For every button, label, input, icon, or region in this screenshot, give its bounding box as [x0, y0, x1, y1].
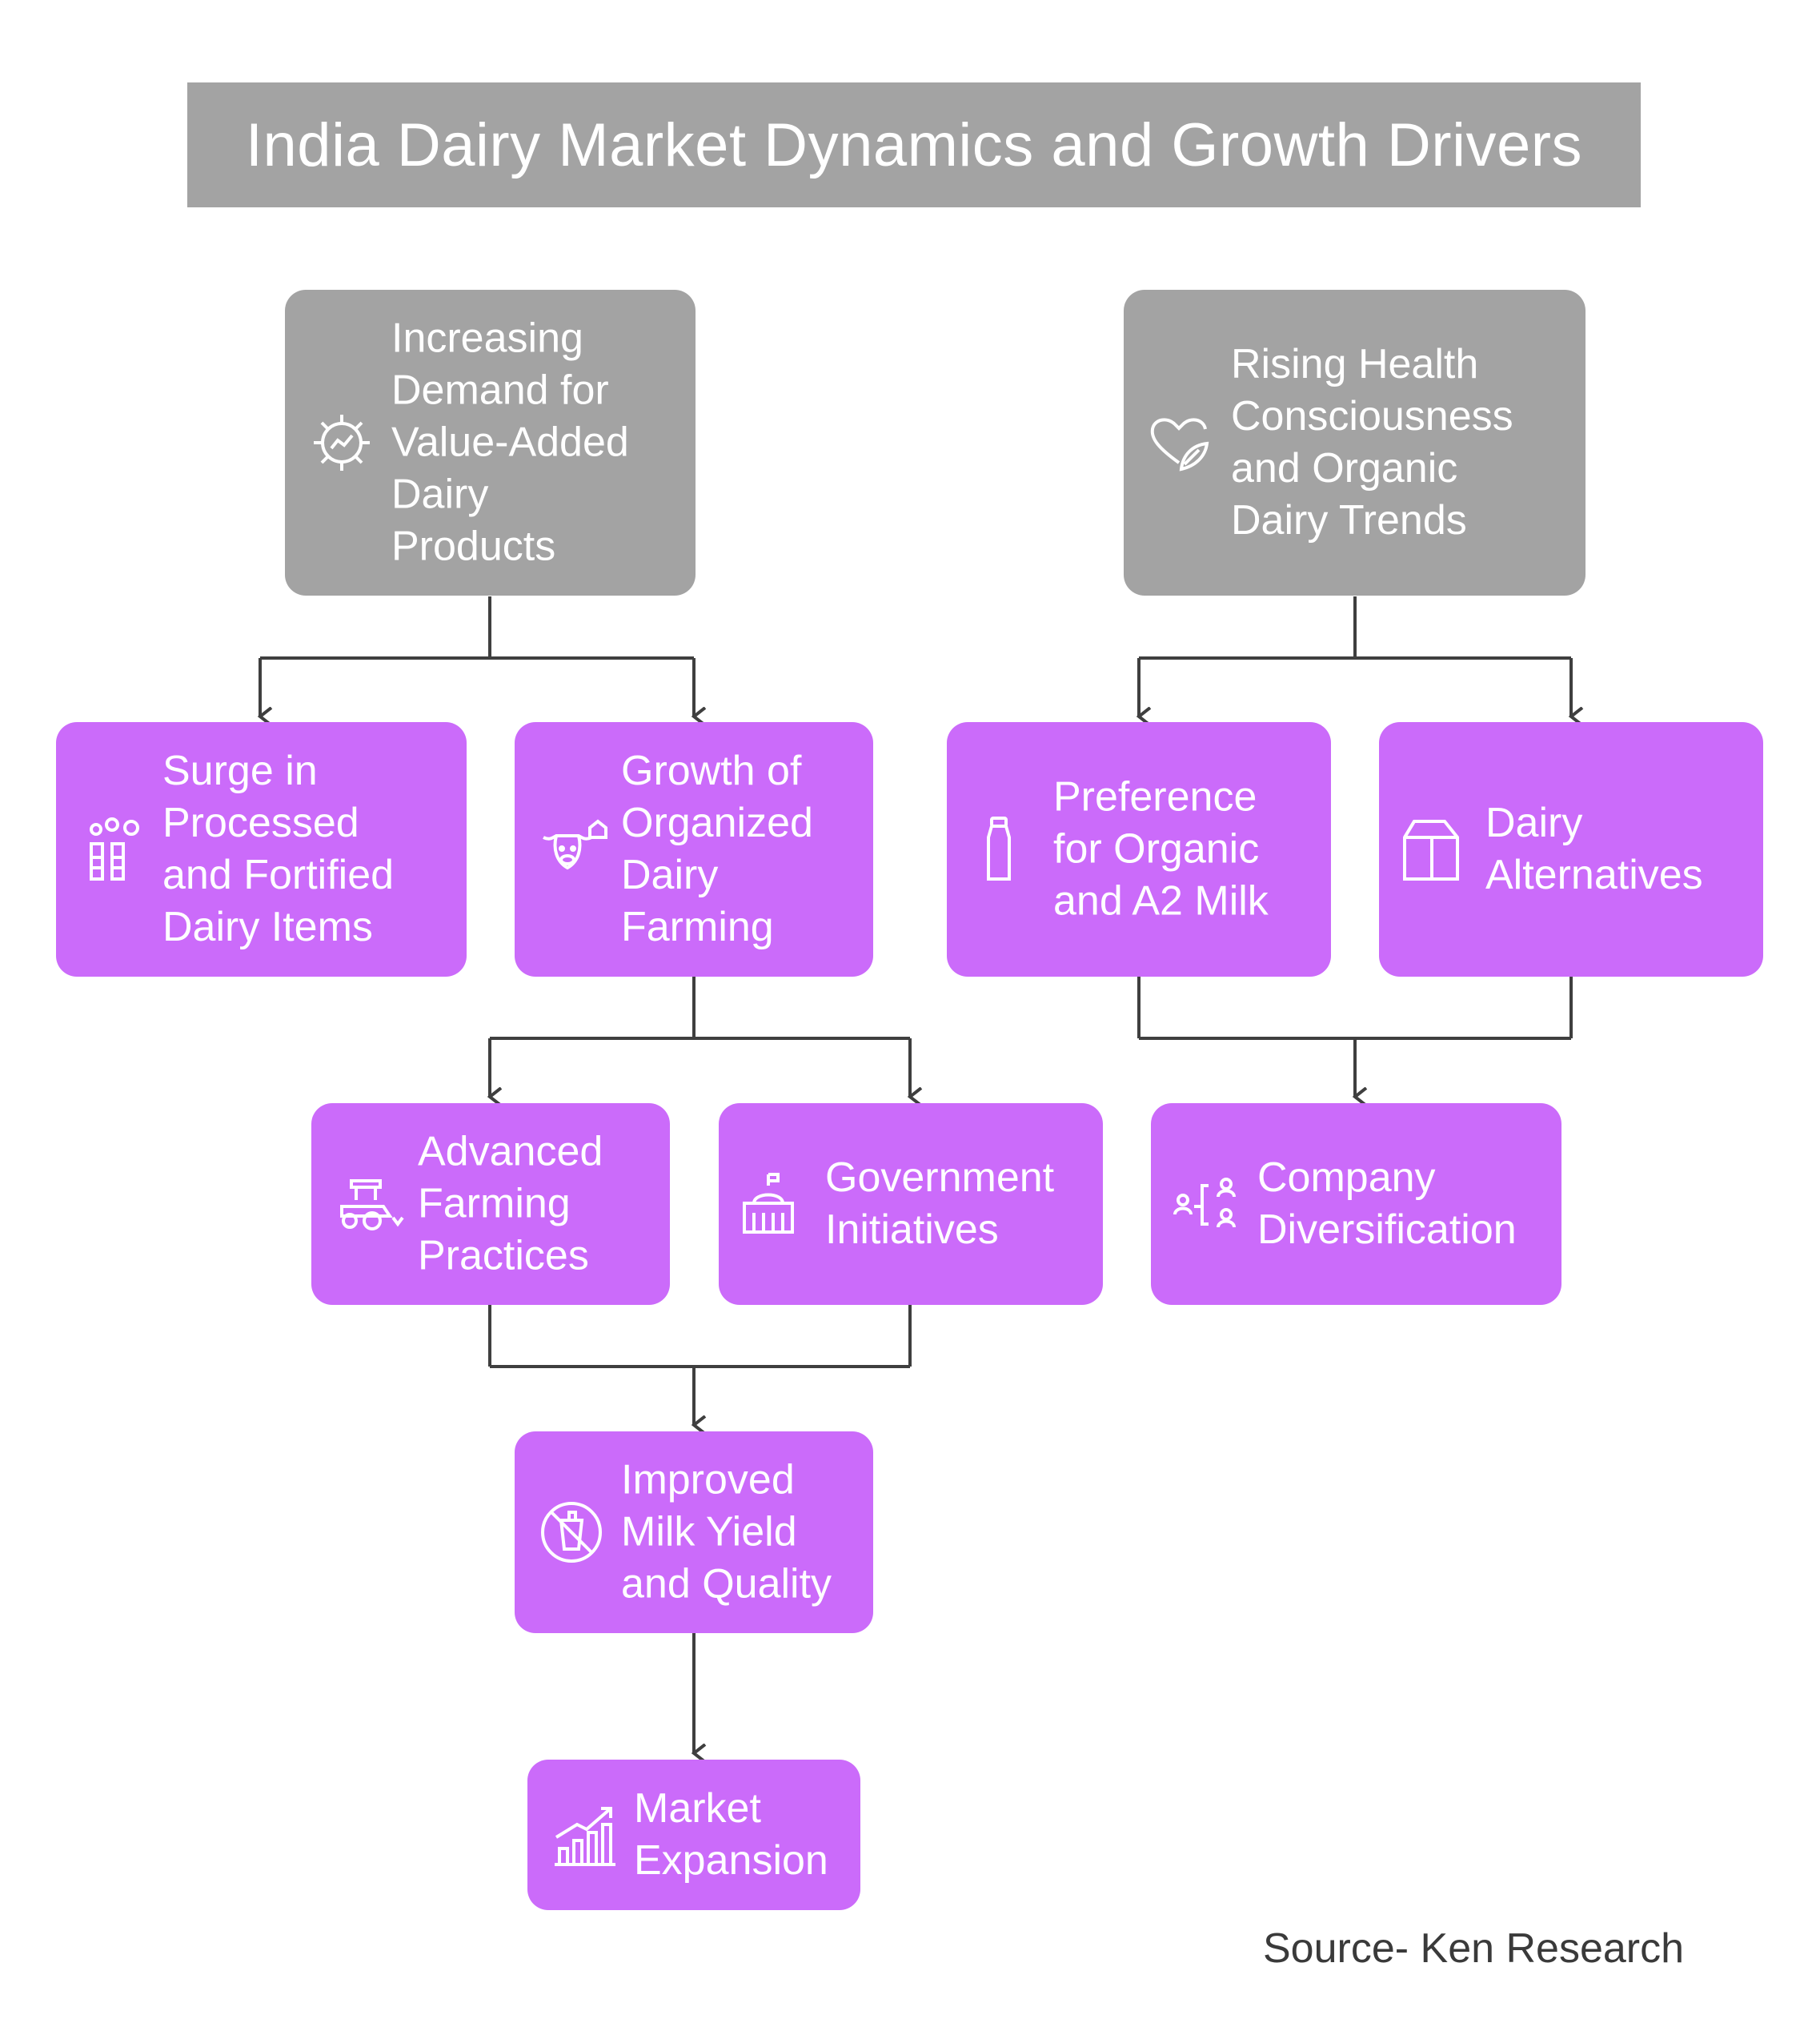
- connector-health: [1137, 596, 1573, 716]
- node-milk-yield-quality: Improved Milk Yield and Quality: [515, 1431, 873, 1633]
- node-organized-farming: Growth of Organized Dairy Farming: [515, 722, 873, 977]
- node-label: Market Expansion: [634, 1785, 828, 1884]
- connector-organized: [488, 977, 912, 1097]
- connector-value-added: [259, 596, 696, 716]
- milk-bottle-icon: [987, 817, 1011, 881]
- tractor-icon: [340, 1179, 404, 1230]
- node-dairy-alternatives: Dairy Alternatives: [1379, 722, 1763, 977]
- node-market-expansion: Market Expansion: [527, 1760, 860, 1910]
- node-label: Advanced Farming Practices: [418, 1128, 603, 1279]
- source-credit: Source- Ken Research: [1263, 1925, 1685, 1972]
- node-government-initiatives: Government Initiatives: [719, 1103, 1103, 1305]
- node-value-added-demand: Increasing Demand for Value-Added Dairy …: [285, 290, 696, 596]
- connector-merge-left: [488, 1305, 912, 1425]
- node-label: Rising Health Consciousness and Organic …: [1231, 341, 1513, 544]
- growth-chart-icon: [555, 1807, 615, 1866]
- node-processed-fortified: Surge in Processed and Fortified Dairy I…: [56, 722, 467, 977]
- node-label: Dairy Alternatives: [1485, 800, 1703, 898]
- people-network-icon: [1173, 1178, 1236, 1228]
- factory-icon: [90, 817, 139, 881]
- connector-merge-right: [1137, 977, 1573, 1097]
- government-building-icon: [743, 1173, 794, 1234]
- node-advanced-farming: Advanced Farming Practices: [311, 1103, 670, 1305]
- node-label: Growth of Organized Dairy Farming: [621, 748, 813, 950]
- gear-chart-icon: [314, 415, 370, 471]
- diagram-title: India Dairy Market Dynamics and Growth D…: [187, 82, 1641, 207]
- node-company-diversification: Company Diversification: [1151, 1103, 1561, 1305]
- node-health-consciousness: Rising Health Consciousness and Organic …: [1124, 290, 1585, 596]
- node-label: Improved Milk Yield and Quality: [621, 1456, 832, 1608]
- no-milk-icon: [541, 1502, 602, 1563]
- heart-leaf-icon: [1150, 418, 1209, 472]
- node-organic-a2-milk: Preference for Organic and A2 Milk: [947, 722, 1331, 977]
- node-label: Surge in Processed and Fortified Dairy I…: [162, 748, 395, 950]
- node-label: Government Initiatives: [825, 1154, 1055, 1253]
- node-label: Preference for Organic and A2 Milk: [1053, 773, 1269, 925]
- node-label: Increasing Demand for Value-Added Dairy …: [391, 315, 629, 570]
- milk-carton-icon: [1403, 820, 1459, 881]
- cow-farm-icon: [543, 819, 607, 870]
- node-label: Company Diversification: [1257, 1154, 1517, 1253]
